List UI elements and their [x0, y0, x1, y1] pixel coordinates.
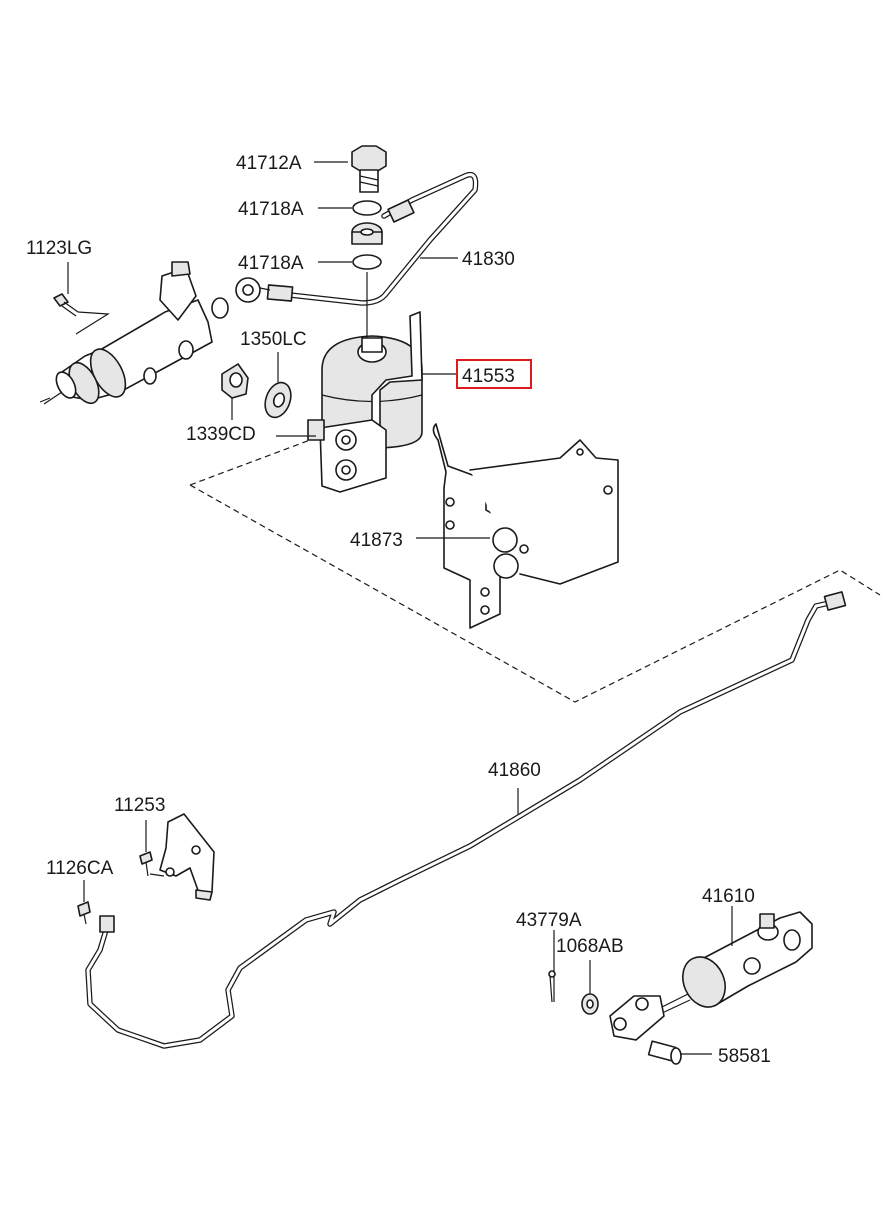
pipe-clip-11253[interactable] [149, 813, 215, 901]
label-1350LC[interactable]: 1350LC [240, 329, 307, 350]
label-43779A[interactable]: 43779A [516, 910, 582, 931]
washer-1068AB[interactable] [581, 993, 599, 1015]
washer-1350LC[interactable] [261, 379, 296, 421]
bolt-1126CA[interactable] [77, 901, 91, 925]
label-11253[interactable]: 11253 [114, 795, 165, 816]
pin-58581[interactable] [647, 1040, 682, 1065]
label-41860[interactable]: 41860 [488, 760, 541, 781]
bolt-11253[interactable] [139, 851, 153, 877]
label-1068AB[interactable]: 1068AB [556, 936, 624, 957]
label-1126CA[interactable]: 1126CA [46, 858, 114, 879]
grommet-1339CD[interactable] [221, 363, 249, 399]
washer-41718A-bottom[interactable] [352, 254, 382, 270]
mounting-bracket-upper[interactable] [307, 419, 387, 493]
label-41553[interactable]: 41553 [462, 366, 515, 387]
hose-41830[interactable] [235, 171, 479, 306]
label-41718A-bottom[interactable]: 41718A [238, 253, 304, 274]
assembly-boundary [189, 439, 881, 703]
label-1123LG[interactable]: 1123LG [26, 238, 92, 259]
bolt-41712A[interactable] [351, 145, 387, 193]
washer-41718A-top[interactable] [352, 200, 382, 216]
union-fitting[interactable] [351, 222, 383, 245]
label-58581[interactable]: 58581 [718, 1046, 771, 1067]
label-1339CD[interactable]: 1339CD [186, 424, 256, 445]
highlight-box-41553 [456, 359, 532, 389]
label-41610[interactable]: 41610 [702, 886, 755, 907]
leader-lines [67, 161, 733, 1055]
pipe-41860[interactable] [85, 591, 847, 1049]
master-cylinder-41610[interactable] [609, 911, 813, 1041]
label-41873[interactable]: 41873 [350, 530, 403, 551]
label-41718A-top[interactable]: 41718A [238, 199, 304, 220]
bracket-41873[interactable] [432, 423, 619, 629]
release-cylinder[interactable] [39, 261, 229, 408]
label-41830[interactable]: 41830 [462, 249, 515, 270]
bolt-1123LG[interactable] [53, 293, 110, 335]
label-41712A[interactable]: 41712A [236, 153, 302, 174]
cotter-pin-43779A[interactable] [548, 970, 556, 1003]
